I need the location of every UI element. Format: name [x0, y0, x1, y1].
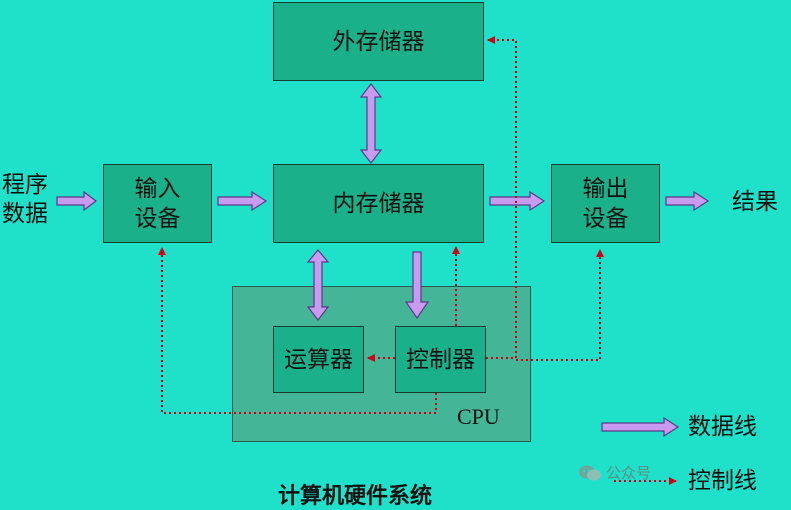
external-storage-label: 外存储器 [332, 28, 425, 55]
alu-label: 运算器 [284, 346, 353, 373]
program-label: 程序 [2, 172, 48, 198]
legend-data-line-label: 数据线 [688, 414, 757, 440]
input-device-box: 输入 设备 [103, 164, 212, 243]
data-arrow-memory-alu-bidirectional [306, 249, 330, 321]
controller-box: 控制器 [395, 326, 486, 393]
controller-label: 控制器 [406, 346, 475, 373]
legend-data-arrow [601, 416, 680, 438]
control-line-to-output [516, 249, 604, 361]
output-device-box: 输出 设备 [551, 164, 660, 243]
legend-control-line-label: 控制线 [688, 468, 757, 494]
external-storage-box: 外存储器 [273, 2, 484, 81]
data-arrow-memory-to-controller [404, 251, 430, 320]
diagram-caption: 计算机硬件系统 [278, 484, 433, 509]
watermark: 公众号 [578, 462, 651, 483]
data-arrow-input-to-memory [217, 190, 268, 212]
result-label: 结果 [732, 189, 778, 215]
cpu-label: CPU [457, 404, 500, 429]
data-arrow-output-to-result [665, 190, 710, 212]
control-line-to-input [158, 247, 437, 414]
input-device-label-line1: 输入 [134, 175, 181, 202]
input-device-label-line2: 设备 [134, 205, 181, 232]
output-device-label-line2: 设备 [582, 205, 629, 232]
data-arrow-program-to-input [56, 190, 97, 212]
watermark-text: 公众号 [606, 464, 652, 482]
output-device-label-line1: 输出 [582, 175, 629, 202]
alu-box: 运算器 [273, 326, 364, 393]
data-label: 数据 [2, 201, 48, 227]
control-line-to-external-storage [486, 36, 517, 359]
main-memory-box: 内存储器 [273, 164, 484, 243]
data-arrow-external-memory-bidirectional [359, 83, 383, 164]
wechat-icon [579, 465, 601, 480]
main-memory-label: 内存储器 [332, 190, 425, 217]
